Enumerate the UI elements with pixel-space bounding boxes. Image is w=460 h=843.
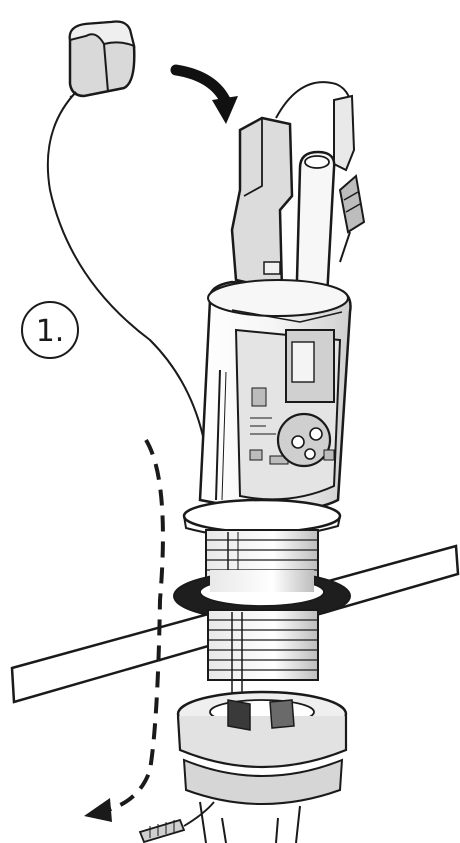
cam-gear [276, 412, 335, 468]
locking-nut [176, 690, 348, 843]
dashed-arrow-icon [84, 438, 165, 822]
curved-arrow-icon [170, 64, 238, 124]
sensor-plug [138, 801, 215, 843]
lower-thread [207, 609, 319, 700]
valve-module [182, 81, 366, 539]
gasket-ring [173, 570, 351, 621]
step-number: 1. [36, 314, 65, 349]
battery-pack [68, 20, 136, 98]
step-label: 1. [21, 301, 79, 359]
